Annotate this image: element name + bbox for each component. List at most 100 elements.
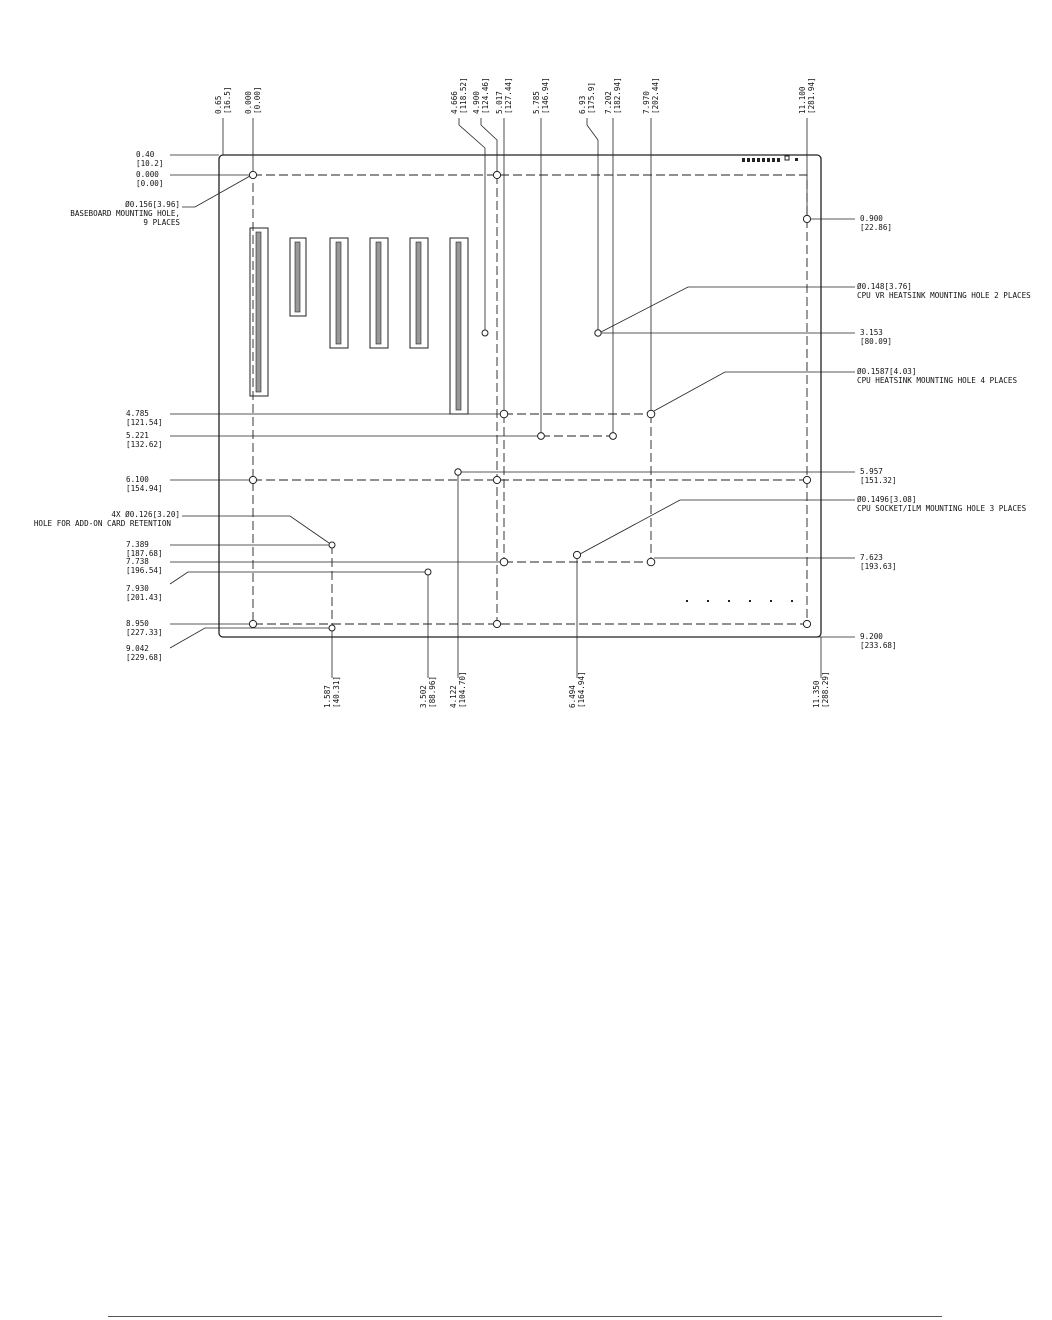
callout-line: Ø0.148[3.76] (857, 282, 912, 291)
card-slot-contacts (294, 241, 301, 313)
cpu-heatsink-mounting-hole (499, 409, 509, 419)
callout-line: CPU SOCKET/ILM MOUNTING HOLE 3 PLACES (857, 504, 1027, 513)
callout-line: 4X Ø0.126[3.20] (111, 510, 180, 519)
baseboard-mounting-hole (248, 170, 258, 180)
baseboard-mounting-hole (802, 214, 812, 224)
callout-line: BASEBOARD MOUNTING HOLE, (70, 209, 180, 218)
dim-metric: [281.94] (807, 77, 816, 114)
card-slot (329, 237, 349, 349)
dim-metric: [121.54] (126, 418, 163, 427)
dim-metric: [127.44] (504, 77, 513, 114)
dim-metric: [229.68] (126, 653, 163, 662)
dim-value: 6.93 (578, 96, 587, 114)
dim-metric: [146.94] (541, 77, 550, 114)
baseboard-mounting-hole (802, 475, 812, 485)
callout-leader-addon (182, 515, 330, 544)
cpu-heatsink-mounting-hole (499, 557, 509, 567)
io-mark (795, 158, 798, 161)
callout-line: CPU VR HEATSINK MOUNTING HOLE 2 PLACES (857, 291, 1031, 300)
card-slot-contacts (455, 241, 462, 411)
callout-addon: 4X Ø0.126[3.20] HOLE FOR ADD-ON CARD RET… (34, 510, 180, 528)
io-mark (757, 158, 760, 162)
small-mark-row (686, 600, 793, 602)
dim-metric: [175.9] (587, 82, 596, 114)
cpu-heatsink-mounting-hole (646, 409, 656, 419)
small-mark (728, 600, 730, 602)
card-slot-contacts (415, 241, 422, 345)
callout-line: CPU HEATSINK MOUNTING HOLE 4 PLACES (857, 376, 1017, 385)
cpu-socket-ilm-hole (572, 550, 582, 560)
outer-hole-pattern (252, 174, 808, 625)
dim-value: 9.042 (126, 644, 149, 653)
baseboard-mounting-hole (802, 619, 812, 629)
dim-metric: [202.44] (651, 77, 660, 114)
io-mark (742, 158, 745, 162)
dim-metric: [196.54] (126, 566, 163, 575)
callout-socket: Ø0.1496[3.08] CPU SOCKET/ILM MOUNTING HO… (857, 495, 1027, 513)
dim-value: 5.017 (495, 91, 504, 114)
card-slot (409, 237, 429, 349)
bottom-dimension-labels: 1.587 [40.31] 3.502 [88.96] 4.122 [104.7… (323, 671, 830, 708)
add-on-card-retention-hole (328, 541, 336, 549)
dim-metric: [88.96] (428, 676, 437, 708)
dim-value: 6.100 (126, 475, 149, 484)
dim-value: 5.957 (860, 467, 883, 476)
card-slots (249, 227, 469, 415)
dim-value: 0.65 (214, 96, 223, 114)
dim-metric: [0.00] (136, 179, 163, 188)
io-mark (767, 158, 770, 162)
cpu-heatsink-mounting-hole (646, 557, 656, 567)
dim-value: 7.970 (642, 91, 651, 114)
card-slot-contacts (335, 241, 342, 345)
dim-value: 3.153 (860, 328, 883, 337)
baseboard-mounting-hole (248, 619, 258, 629)
left-leader (169, 571, 428, 585)
dim-metric: [193.63] (860, 562, 897, 571)
cpu-socket-ilm-hole (594, 329, 602, 337)
cpu-vr-heatsink-hole (609, 432, 617, 440)
callout-leader-vr (600, 286, 855, 333)
dim-value: 11.100 (798, 86, 807, 114)
dim-value: 6.494 (568, 685, 577, 708)
io-mark (777, 158, 780, 162)
holes (248, 170, 812, 632)
add-on-card-retention-hole (328, 624, 336, 632)
card-slot-contacts (375, 241, 382, 345)
callout-vr: Ø0.148[3.76] CPU VR HEATSINK MOUNTING HO… (857, 282, 1031, 300)
small-mark (707, 600, 709, 602)
dim-metric: [227.33] (126, 628, 163, 637)
top-leader (458, 118, 486, 330)
card-slot (289, 237, 307, 317)
top-dimension-labels: 0.65 [16.5] 0.000 [0.00] 4.666 [118.52] … (214, 77, 816, 114)
card-slot (369, 237, 389, 349)
dim-metric: [288.29] (821, 671, 830, 708)
dim-metric: [10.2] (136, 159, 163, 168)
callout-line: Ø0.1587[4.03] (857, 367, 916, 376)
callout-baseboard: Ø0.156[3.96] BASEBOARD MOUNTING HOLE, 9 … (70, 200, 180, 227)
callout-line: HOLE FOR ADD-ON CARD RETENTION (34, 519, 172, 528)
top-leader (480, 118, 498, 172)
dim-metric: [182.94] (613, 77, 622, 114)
right-dimension-labels: 0.900 [22.86] 3.153 [80.09] 5.957 [151.3… (860, 214, 897, 650)
callout-leader-baseboard (182, 175, 251, 208)
dim-metric: [124.46] (481, 77, 490, 114)
dim-value: 7.623 (860, 553, 883, 562)
dim-value: 9.200 (860, 632, 883, 641)
dim-value: 0.900 (860, 214, 883, 223)
top-leader (586, 118, 599, 330)
io-mark (747, 158, 750, 162)
dim-value: 7.202 (604, 91, 613, 114)
cpu-socket-ilm-hole (481, 329, 489, 337)
baseboard-mounting-hole (492, 170, 502, 180)
dim-value: 8.950 (126, 619, 149, 628)
card-slot (249, 227, 269, 397)
dim-value: 0.40 (136, 150, 155, 159)
card-slot-contacts (255, 231, 262, 393)
io-markings (742, 155, 798, 162)
hole-pattern-lines (252, 174, 808, 630)
dim-metric: [40.31] (332, 676, 341, 708)
callout-line: Ø0.1496[3.08] (857, 495, 916, 504)
dim-value: 7.738 (126, 557, 149, 566)
dim-value: 4.122 (449, 685, 458, 708)
